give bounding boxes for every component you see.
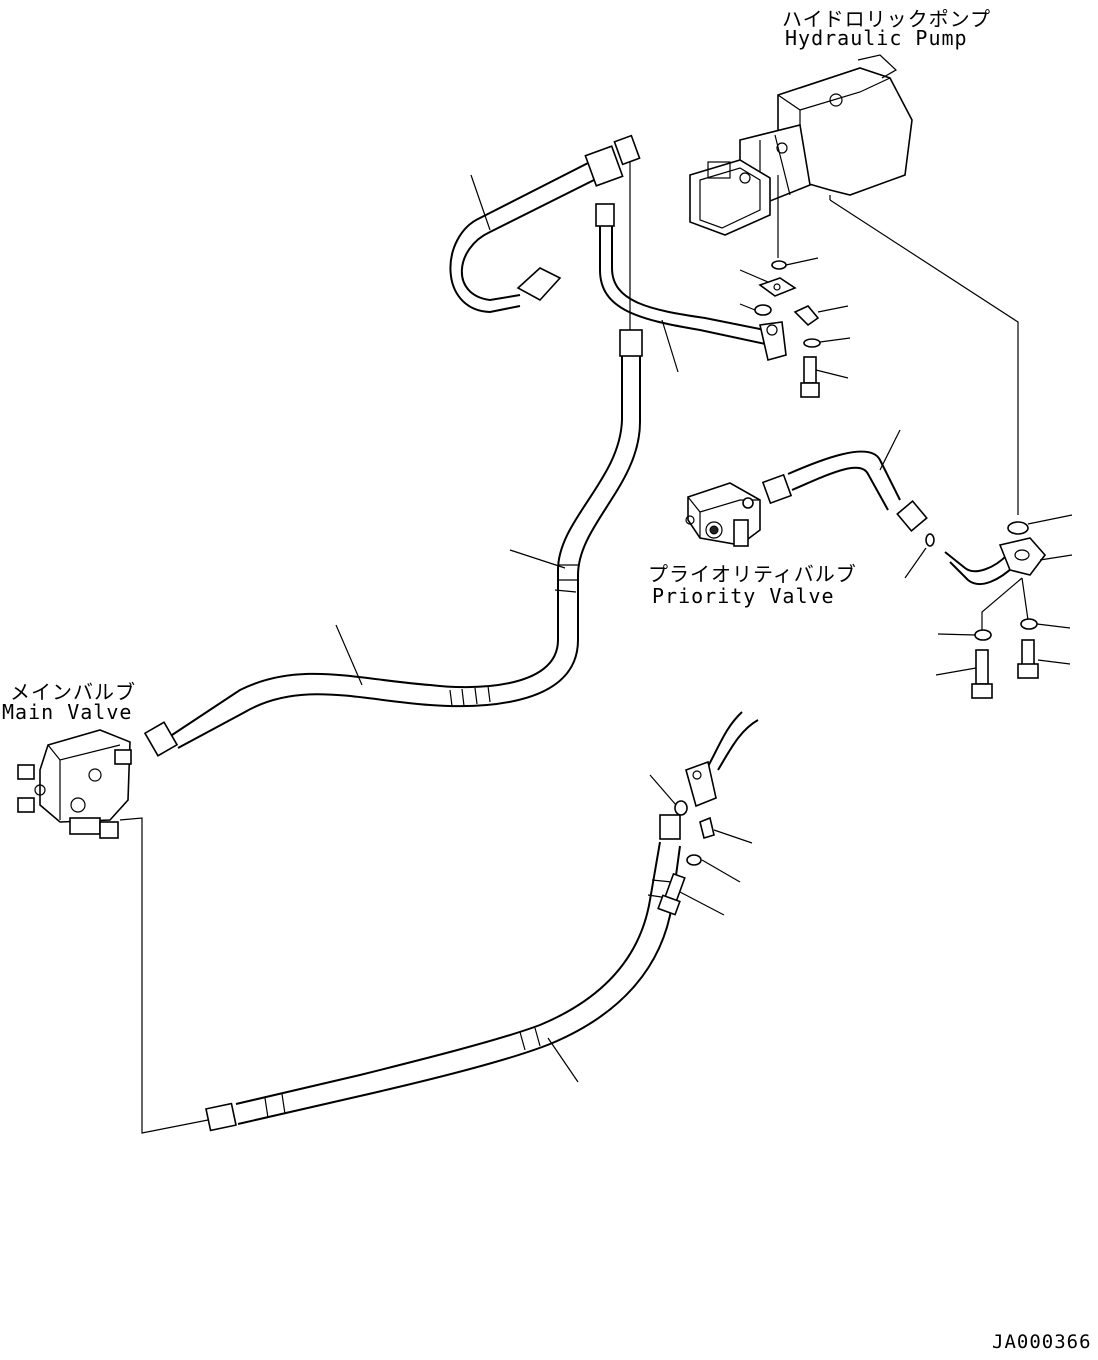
pump-label-en: Hydraulic Pump	[785, 26, 968, 50]
figure-code: JA000366	[992, 1331, 1092, 1353]
upper-j-hose	[449, 134, 641, 314]
priority-hose	[761, 429, 935, 579]
priority-valve-label-jp: プライオリティバルブ	[648, 562, 857, 586]
main-valve-label-en: Main Valve	[2, 700, 133, 724]
main-valve	[17, 729, 132, 839]
pump-outlet-parts	[739, 257, 851, 398]
lower-flange-parts	[649, 711, 759, 916]
main-supply-hose	[143, 329, 643, 757]
main-valve-label-jp: メインバルブ	[10, 680, 136, 704]
pump-label-jp: ハイドロリックポンプ	[782, 7, 991, 31]
return-hose	[205, 814, 681, 1132]
hydraulic-pump	[689, 54, 913, 258]
priority-valve	[685, 482, 761, 547]
priority-valve-label-en: Priority Valve	[652, 584, 835, 608]
pump-elbow-pipe	[935, 514, 1073, 699]
pump-outlet-hose	[595, 203, 787, 373]
